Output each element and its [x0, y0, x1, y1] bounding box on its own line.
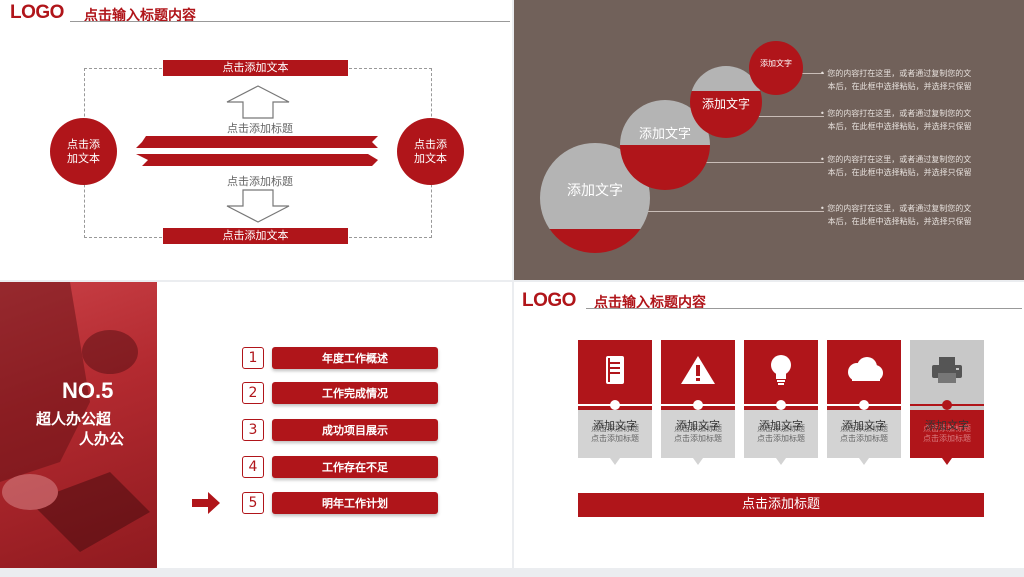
slide-4[interactable]: LOGO 点击输入标题内容 点击添加标题点击添加标题 添加文字 点击添加标题点击…	[514, 282, 1024, 568]
pointer-triangle-icon	[776, 458, 786, 465]
top-text-bar[interactable]: 点击添加文本	[163, 60, 348, 76]
logo: LOGO	[10, 2, 64, 23]
connector-line	[664, 162, 824, 163]
printer-icon	[910, 340, 984, 400]
right-arrow-icon	[192, 492, 220, 514]
note-3: • 您的内容打在这里，或者通过复制您的文 本后，在此框中选择粘贴，并选择只保留	[820, 155, 972, 177]
card-line2: 点击添加标题	[674, 434, 722, 443]
agenda-label: 成功项目展示	[272, 419, 438, 441]
card-3-label: 添加文字	[759, 419, 803, 432]
document-icon	[578, 340, 652, 400]
lightbulb-icon	[744, 340, 818, 400]
connector-line	[596, 211, 824, 212]
logo: LOGO	[522, 290, 576, 311]
pointer-triangle-icon	[610, 458, 620, 465]
agenda-item-4[interactable]: 4 工作存在不足	[242, 456, 438, 478]
lower-label: 点击添加标题	[227, 175, 293, 188]
card-4-label: 添加文字	[842, 419, 886, 432]
title-divider	[586, 308, 1022, 309]
heading-line1: 超人办公超	[36, 410, 112, 428]
cloud-icon	[827, 340, 901, 400]
agenda-number: 5	[242, 492, 264, 514]
agenda-item-1[interactable]: 1 年度工作概述	[242, 347, 438, 369]
circle-1-label: 添加文字	[760, 59, 792, 68]
slide-3[interactable]: NO.5 超人办公超 人办公 1 年度工作概述 2 工作完成情况 3 成功项目展…	[0, 282, 512, 568]
heading-number: NO.5	[62, 378, 114, 403]
card-line1: 点击添加标题	[591, 424, 639, 433]
card-2-label: 添加文字	[676, 419, 720, 432]
card-line2: 点击添加标题	[840, 434, 888, 443]
card-4[interactable]: 点击添加标题点击添加标题	[827, 340, 901, 458]
card-line2: 点击添加标题	[923, 434, 971, 443]
card-5[interactable]: 点击添加标题点击添加标题	[910, 340, 984, 465]
agenda-item-2[interactable]: 2 工作完成情况	[242, 382, 438, 404]
agenda-label: 年度工作概述	[272, 347, 438, 369]
agenda-item-3[interactable]: 3 成功项目展示	[242, 419, 438, 441]
pointer-triangle-icon	[859, 458, 869, 465]
circle-2[interactable]: 添加文字	[690, 66, 762, 138]
card-line2: 点击添加标题	[757, 434, 805, 443]
bottom-text-bar[interactable]: 点击添加文本	[163, 228, 348, 244]
double-arrow-bands	[136, 136, 378, 166]
note-2: • 您的内容打在这里，或者通过复制您的文 本后，在此框中选择粘贴，并选择只保留	[820, 109, 972, 131]
circle-3-label: 添加文字	[638, 126, 691, 142]
card-line2: 点击添加标题	[591, 434, 639, 443]
card-1[interactable]: 点击添加标题点击添加标题	[578, 340, 652, 458]
office-photo-image	[0, 282, 150, 552]
agenda-number: 4	[242, 456, 264, 478]
slide-1[interactable]: LOGO 点击输入标题内容 点击添加文本 点击添加文本 点击添加标题 点击添加标…	[0, 0, 512, 280]
warning-icon	[661, 340, 735, 400]
note-1: • 您的内容打在这里，或者通过复制您的文 本后，在此框中选择粘贴，并选择只保留	[820, 69, 972, 91]
heading-line2: 人办公	[79, 430, 125, 448]
footer-bar[interactable]: 点击添加标题	[578, 493, 984, 517]
pointer-triangle-icon	[942, 458, 952, 465]
slide-2[interactable]: 添加文字 添加文字 添加文字 添加文字 • 您的内容打在这里，或者通过复制您的文…	[514, 0, 1024, 280]
card-2[interactable]: 点击添加标题点击添加标题	[661, 340, 735, 458]
card-1-label: 添加文字	[593, 419, 637, 432]
slide-title: 点击输入标题内容	[594, 295, 706, 311]
slide-title: 点击输入标题内容	[84, 8, 196, 24]
agenda-label: 明年工作计划	[272, 492, 438, 514]
connector-line	[726, 116, 824, 117]
circle-2-label: 添加文字	[701, 96, 750, 111]
card-line1: 点击添加标题	[757, 424, 805, 433]
photo-background: NO.5 超人办公超 人办公	[0, 282, 157, 568]
left-circle-line2: 加文本	[67, 151, 100, 165]
up-arrow-icon	[226, 85, 290, 119]
right-circle-line2: 加文本	[414, 151, 447, 165]
card-line1: 点击添加标题	[923, 424, 971, 433]
title-divider	[70, 21, 510, 22]
agenda-label: 工作存在不足	[272, 456, 438, 478]
circle-1[interactable]: 添加文字	[749, 41, 803, 95]
agenda-number: 2	[242, 382, 264, 404]
card-line1: 点击添加标题	[840, 424, 888, 433]
down-arrow-icon	[226, 189, 290, 223]
card-line1: 点击添加标题	[674, 424, 722, 433]
right-circle-line1: 点击添	[414, 137, 447, 151]
left-circle-line1: 点击添	[67, 137, 100, 151]
pointer-triangle-icon	[693, 458, 703, 465]
agenda-item-5[interactable]: 5 明年工作计划	[242, 492, 438, 514]
note-4: • 您的内容打在这里，或者通过复制您的文 本后，在此框中选择粘贴，并选择只保留	[820, 204, 972, 226]
card-3[interactable]: 点击添加标题点击添加标题	[744, 340, 818, 458]
left-circle[interactable]: 点击添加文本	[50, 118, 117, 185]
circle-4-label: 添加文字	[567, 183, 623, 199]
agenda-number: 3	[242, 419, 264, 441]
agenda-label: 工作完成情况	[272, 382, 438, 404]
right-circle[interactable]: 点击添加文本	[397, 118, 464, 185]
agenda-number: 1	[242, 347, 264, 369]
upper-label: 点击添加标题	[227, 122, 293, 135]
card-5-label: 添加文字	[925, 419, 969, 432]
